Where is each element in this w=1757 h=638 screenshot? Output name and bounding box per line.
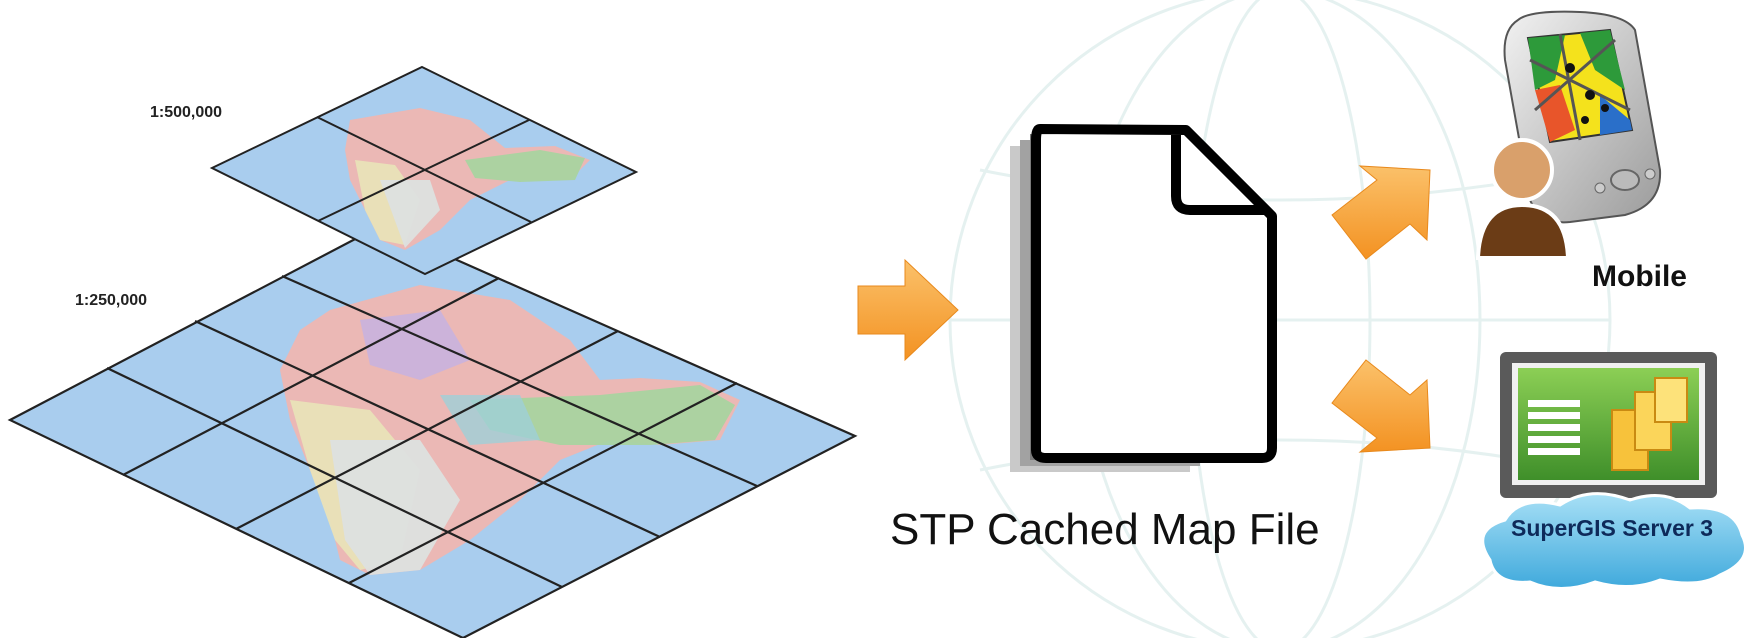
person-icon	[1475, 138, 1571, 260]
file-caption: STP Cached Map File	[890, 505, 1320, 554]
arrow-up-right-icon	[1331, 165, 1431, 260]
scale-label-250000: 1:250,000	[75, 292, 148, 309]
mobile-label: Mobile	[1592, 260, 1687, 293]
tile-layer-500000	[209, 65, 639, 276]
scale-label-500000: 1:500,000	[150, 104, 223, 121]
mobile-device-icon	[1503, 10, 1662, 224]
arrow-right-icon	[857, 258, 959, 362]
server-icon	[1500, 352, 1717, 498]
document-icon	[1010, 124, 1277, 472]
tile-layer-250000	[7, 224, 858, 638]
server-label: SuperGIS Server 3	[1511, 515, 1713, 541]
cloud-icon	[1481, 492, 1747, 590]
arrow-down-right-icon	[1331, 359, 1431, 453]
